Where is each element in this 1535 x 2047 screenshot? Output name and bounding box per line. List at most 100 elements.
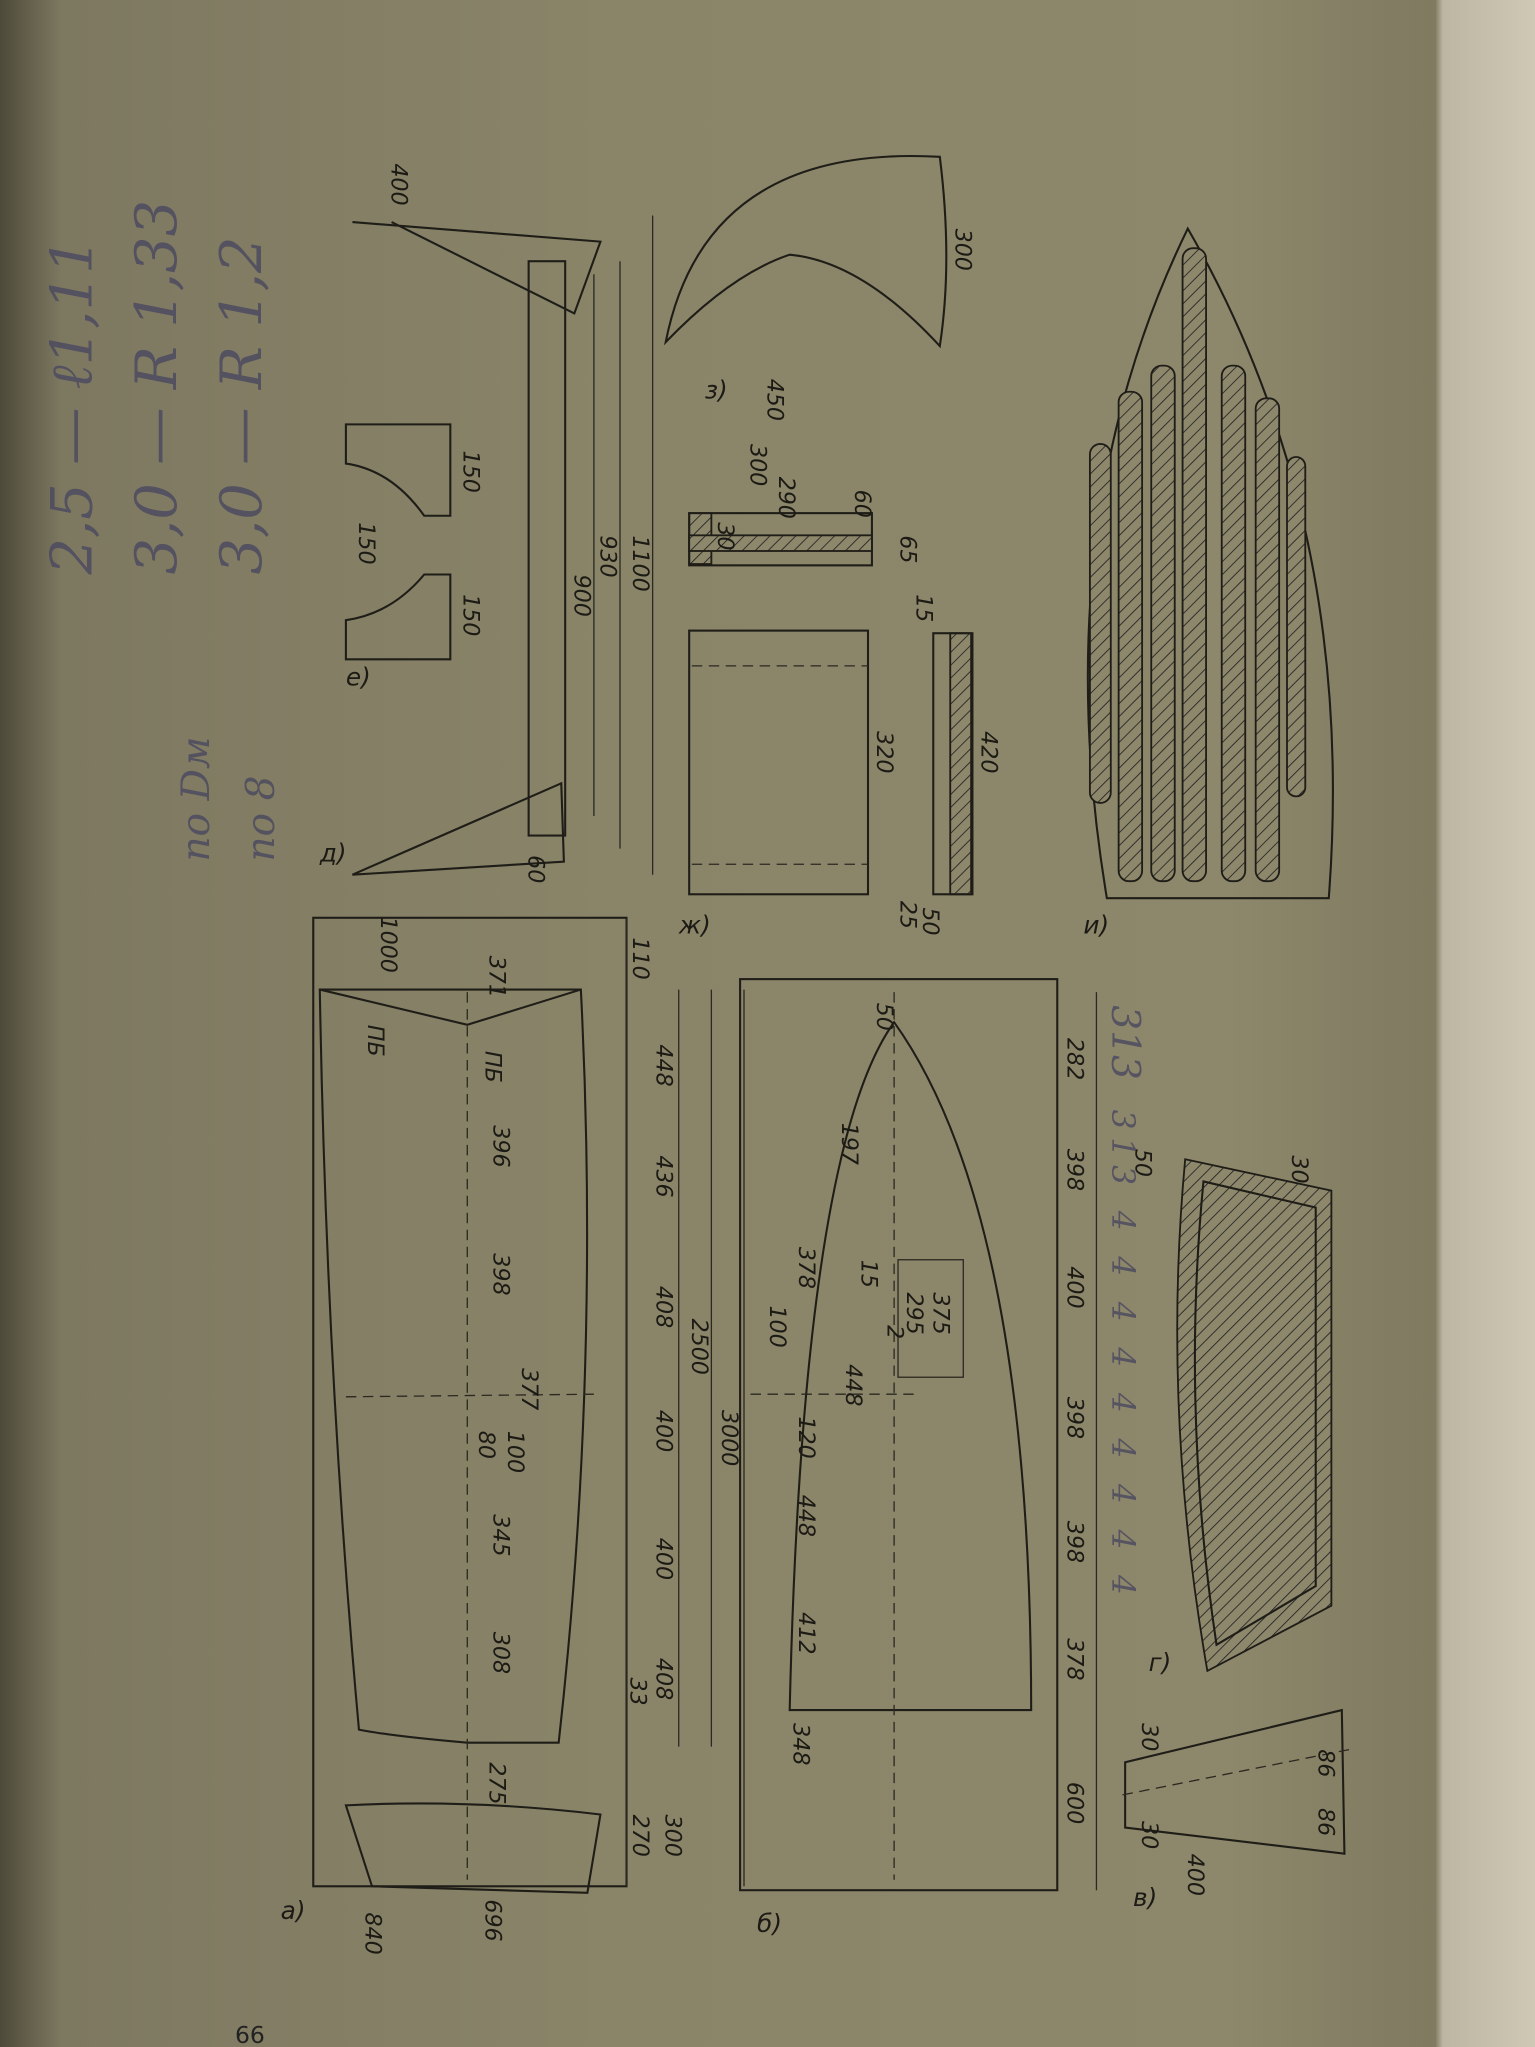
dim-600: 600 <box>1062 1782 1088 1824</box>
dim-100: 100 <box>764 1305 790 1347</box>
dim-100: 100 <box>502 1431 528 1473</box>
figure-g-label: г) <box>1149 1648 1172 1677</box>
dim-60: 60 <box>523 855 549 883</box>
dim-50: 50 <box>871 1003 897 1031</box>
dim-400: 400 <box>651 1410 677 1452</box>
figure-zh-seat: ж) 320 420 25 50 15 <box>678 594 1002 939</box>
dim-308: 308 <box>487 1632 513 1674</box>
dim-30: 30 <box>712 522 738 550</box>
mark-pb-1: ПБ <box>362 1025 388 1057</box>
note-margin-column: 313 4 4 4 4 4 4 4 4 4 <box>1104 1110 1140 1603</box>
dim-377: 377 <box>516 1368 542 1410</box>
figure-i-floor-grating: и) <box>1083 226 1334 939</box>
figure-d-frame: д) 400 900 930 1100 60 <box>319 163 654 883</box>
dim-30: 30 <box>1286 1155 1312 1183</box>
dim-448: 448 <box>651 1044 677 1086</box>
dim-398: 398 <box>1062 1149 1088 1191</box>
dim-436: 436 <box>651 1155 677 1197</box>
dim-15: 15 <box>910 594 936 622</box>
dim-396: 396 <box>487 1125 513 1167</box>
dim-398: 398 <box>487 1253 513 1295</box>
figure-b-bottom-panel: б) 50 282 398 400 398 398 378 600 197 37… <box>739 978 1098 1938</box>
dim-400: 400 <box>1062 1266 1088 1308</box>
dim-33: 33 <box>624 1677 650 1705</box>
dim-900: 900 <box>568 574 594 616</box>
dim-448: 448 <box>840 1364 866 1406</box>
note-margin-313: 313 <box>1102 1005 1147 1080</box>
dim-420: 420 <box>976 731 1002 773</box>
dim-275: 275 <box>483 1762 509 1804</box>
dim-80: 80 <box>473 1431 499 1459</box>
dim-696: 696 <box>480 1899 506 1941</box>
dim-320: 320 <box>871 731 897 773</box>
dim-400-b: 400 <box>651 1538 677 1580</box>
dim-408: 408 <box>651 1286 677 1328</box>
dim-371: 371 <box>483 956 509 998</box>
dim-60: 60 <box>849 490 875 518</box>
dim-300: 300 <box>949 229 975 271</box>
dim-930: 930 <box>594 535 620 577</box>
figure-z-label: з) <box>705 375 728 404</box>
dim-150-b: 150 <box>353 522 379 564</box>
figure-i-label: и) <box>1083 910 1109 939</box>
note-side-2: no 8 <box>239 776 284 862</box>
dim-375: 375 <box>927 1292 953 1334</box>
dim-86: 86 <box>1312 1749 1338 1777</box>
dim-448-b: 448 <box>793 1495 819 1537</box>
dim-50: 50 <box>1130 1149 1156 1177</box>
dim-150-c: 150 <box>457 594 483 636</box>
dim-400: 400 <box>1182 1854 1208 1896</box>
dim-30-b: 30 <box>1136 1821 1162 1849</box>
dim-840: 840 <box>359 1912 385 1954</box>
figure-v-label: в) <box>1133 1883 1157 1912</box>
dim-65: 65 <box>895 535 921 563</box>
note-line-1: 2,5 — ℓ1,11 <box>38 237 105 575</box>
dim-270: 270 <box>627 1814 653 1856</box>
dim-3000: 3000 <box>716 1410 742 1466</box>
dim-290: 290 <box>773 477 799 519</box>
dim-197: 197 <box>836 1123 862 1165</box>
dim-282: 282 <box>1062 1038 1088 1080</box>
figure-a-dimensions: 1000 371 110 448 436 408 400 400 408 33 … <box>359 916 741 1954</box>
figure-a-side-panel: а) 1000 371 110 448 436 408 400 400 408 … <box>281 916 745 1955</box>
note-line-2: 3,0 — R 1,33 <box>123 200 190 575</box>
dim-378-b: 378 <box>793 1247 819 1289</box>
figure-z-arch-and-profile: з) 300 450 300 290 60 30 65 <box>663 154 975 567</box>
figure-e-blocks: е) 150 150 150 <box>344 423 483 691</box>
dim-150: 150 <box>457 450 483 492</box>
figure-d-label: д) <box>319 839 347 868</box>
dim-1000: 1000 <box>375 916 401 972</box>
figure-zh-label: ж) <box>678 910 711 939</box>
dim-300: 300 <box>660 1814 686 1856</box>
dim-348: 348 <box>788 1723 814 1765</box>
dim-1100: 1100 <box>627 535 653 591</box>
dim-450: 450 <box>762 379 788 421</box>
dim-86-b: 86 <box>1312 1808 1338 1836</box>
note-side-1: no Dм <box>174 737 219 862</box>
dim-408-b: 408 <box>651 1658 677 1700</box>
dim-25: 25 <box>895 901 921 929</box>
figure-b-dimensions: 50 282 398 400 398 398 378 600 197 378 1… <box>764 1003 1088 1825</box>
figure-g-cross-section: г) 50 30 <box>1130 1149 1333 1677</box>
dim-30: 30 <box>1136 1723 1162 1751</box>
dim-120: 120 <box>793 1416 819 1458</box>
dim-110: 110 <box>627 937 653 979</box>
dim-2: 2 <box>882 1325 908 1339</box>
handwritten-notes: 2,5 — ℓ1,11 3,0 — R 1,33 3,0 — R 1,2 no … <box>38 200 1147 1603</box>
dim-50: 50 <box>917 907 943 935</box>
dim-412: 412 <box>793 1612 819 1654</box>
dim-400: 400 <box>386 163 412 205</box>
dim-15: 15 <box>855 1260 881 1288</box>
figure-b-label: б) <box>757 1909 782 1938</box>
note-line-3: 3,0 — R 1,2 <box>208 236 275 574</box>
dim-300-b: 300 <box>745 444 771 486</box>
dim-295: 295 <box>901 1292 927 1334</box>
figure-a-label: а) <box>281 1896 306 1925</box>
dim-398-b: 398 <box>1062 1397 1088 1439</box>
dim-378: 378 <box>1062 1638 1088 1680</box>
dim-2500: 2500 <box>686 1318 712 1374</box>
figure-e-label: е) <box>346 662 371 691</box>
page-number: 66 <box>235 2021 265 2047</box>
